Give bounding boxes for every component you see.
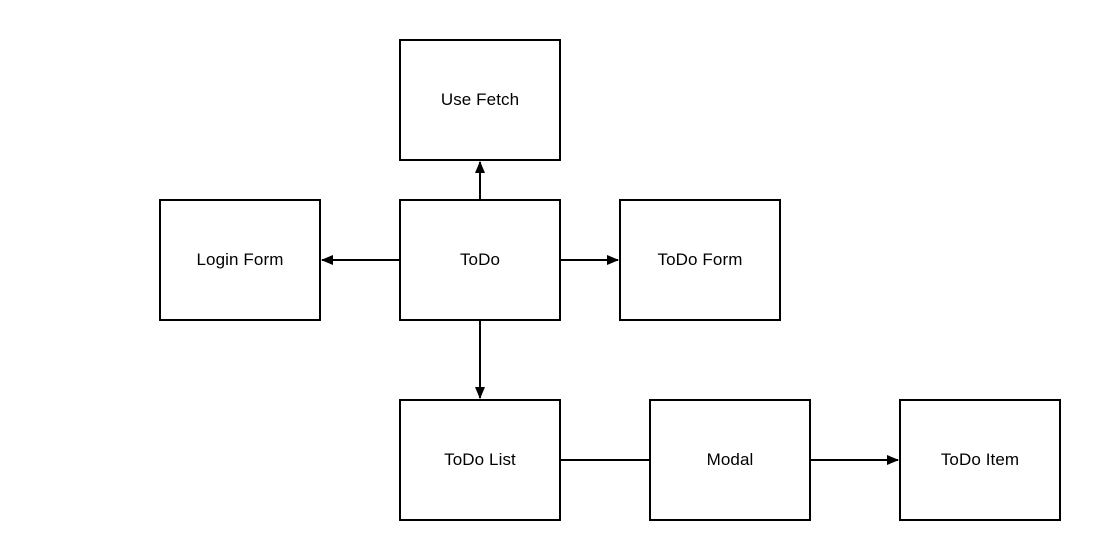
node-label-use-fetch: Use Fetch (440, 90, 520, 109)
node-use-fetch: Use Fetch (399, 39, 561, 161)
node-label-todo-form: ToDo Form (657, 250, 743, 269)
node-label-todo: ToDo (459, 250, 501, 269)
node-label-todo-list: ToDo List (444, 450, 516, 469)
node-label-modal: Modal (706, 450, 754, 469)
node-modal: Modal (649, 399, 811, 521)
node-todo-form: ToDo Form (619, 199, 781, 321)
node-todo-list: ToDo List (399, 399, 561, 521)
node-todo: ToDo (399, 199, 561, 321)
node-login-form: Login Form (159, 199, 321, 321)
node-label-todo-item: ToDo Item (940, 450, 1020, 469)
node-todo-item: ToDo Item (899, 399, 1061, 521)
node-label-login-form: Login Form (196, 250, 284, 269)
